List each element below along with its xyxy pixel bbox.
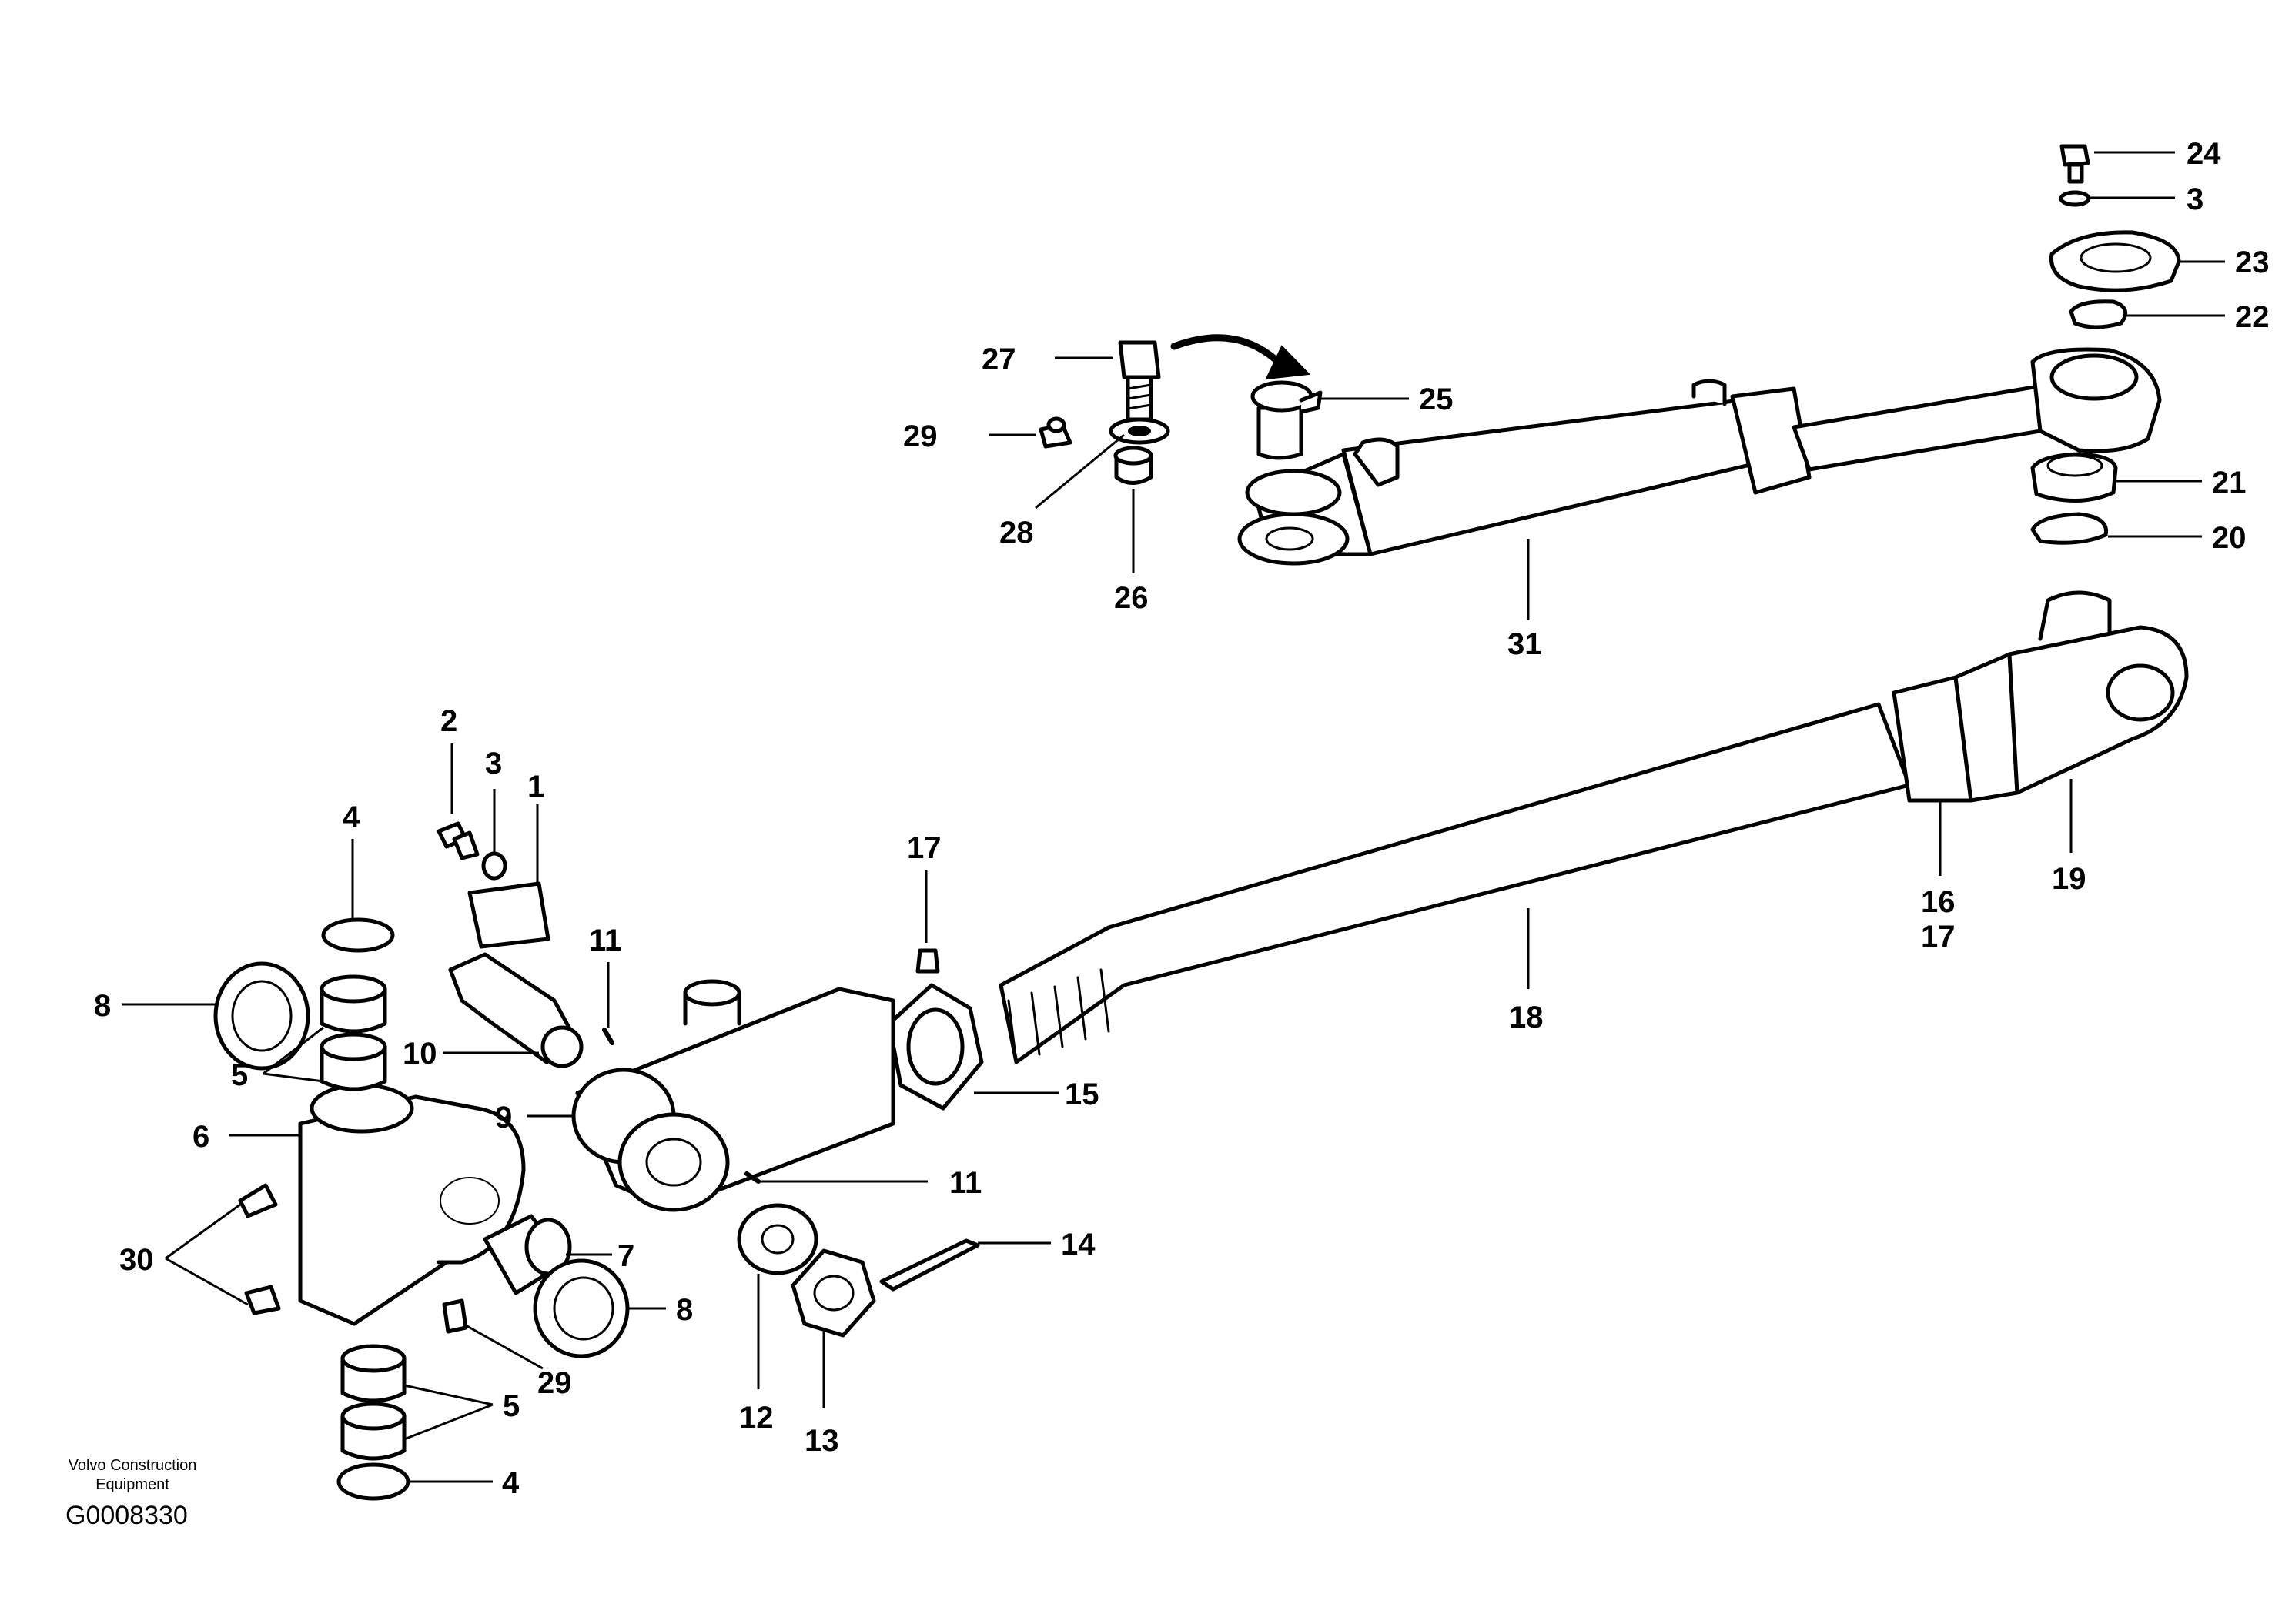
knuckle-block-6	[298, 1083, 526, 1326]
label-29-upper: 29	[903, 419, 938, 453]
bracket-1	[467, 881, 550, 949]
yoke-9	[571, 979, 895, 1212]
washer-3-lower	[481, 851, 507, 881]
label-19: 19	[2052, 862, 2086, 896]
label-1: 1	[527, 770, 544, 804]
label-21: 21	[2212, 466, 2247, 500]
washer-3-upper	[2059, 190, 2091, 207]
bushing-5-lower	[340, 1344, 407, 1461]
label-26: 26	[1114, 581, 1149, 615]
label-8-lower: 8	[676, 1293, 693, 1327]
bushing-26	[1113, 446, 1153, 485]
split-pin-14	[879, 1238, 980, 1292]
pin-10	[448, 952, 584, 1068]
arrow-27-to-25-head	[1265, 345, 1311, 380]
bolt-27	[1118, 340, 1161, 422]
credit-line-1: Volvo Construction	[69, 1457, 197, 1474]
label-3-upper: 3	[2187, 182, 2203, 216]
pin-25	[1250, 380, 1323, 460]
bushing-5-upper	[320, 974, 387, 1091]
label-24: 24	[2187, 137, 2221, 171]
steering-cylinder	[1237, 347, 2162, 566]
label-29-lower: 29	[537, 1366, 572, 1400]
circlip-20	[2030, 512, 2109, 545]
drawing-code: G0008330	[65, 1501, 188, 1530]
cover-23	[2049, 230, 2181, 292]
label-16: 16	[1921, 885, 1956, 919]
label-4-lower: 4	[502, 1466, 520, 1500]
label-5-lower: 5	[503, 1389, 520, 1423]
tie-rod-end-19	[1892, 590, 2189, 803]
label-8-upper: 8	[94, 989, 111, 1023]
circlip-22	[2069, 299, 2128, 329]
label-17-lower: 17	[1921, 920, 1956, 954]
callout-labels: 24 3 23 22 27 25 29 28 26 21 20 31 2 3 1…	[94, 137, 2270, 1500]
washer-28	[1109, 417, 1170, 445]
label-20: 20	[2212, 521, 2247, 555]
label-18: 18	[1509, 1001, 1544, 1034]
label-14: 14	[1061, 1228, 1096, 1261]
label-17-upper: 17	[907, 831, 942, 865]
label-31: 31	[1507, 627, 1542, 661]
label-30: 30	[119, 1243, 154, 1277]
cotter-pin-11-upper	[602, 1028, 614, 1045]
arrow-27-to-25	[1170, 334, 1282, 366]
label-9: 9	[495, 1101, 512, 1134]
seal-8-lower	[533, 1258, 630, 1358]
label-12: 12	[739, 1401, 774, 1435]
grease-nipple-29-lower	[442, 1298, 468, 1334]
castle-nut-13	[791, 1248, 876, 1338]
ball-joint-21	[2030, 452, 2118, 503]
grease-nipple-29-upper	[1039, 416, 1072, 449]
leader-lines	[122, 151, 2225, 1483]
footer: Volvo Construction Equipment G0008330	[65, 1457, 196, 1530]
label-5-upper: 5	[231, 1058, 248, 1092]
label-23: 23	[2235, 246, 2270, 279]
lock-nut-15	[887, 983, 984, 1111]
grease-nipple-17	[915, 948, 940, 974]
cotter-pin-11-lower	[744, 1171, 761, 1184]
label-27: 27	[982, 343, 1016, 376]
label-7: 7	[617, 1239, 634, 1273]
washer-4-upper	[321, 917, 395, 953]
credit-line-2: Equipment	[95, 1476, 169, 1493]
label-11-lower: 11	[949, 1166, 982, 1200]
label-11-upper: 11	[589, 924, 621, 957]
label-4-upper: 4	[343, 800, 360, 834]
label-2: 2	[440, 704, 457, 738]
label-22: 22	[2235, 300, 2270, 334]
label-28: 28	[999, 516, 1034, 550]
label-13: 13	[805, 1424, 839, 1458]
label-25: 25	[1419, 383, 1454, 416]
tie-rod-18	[999, 702, 1912, 1064]
washer-4-lower	[336, 1462, 410, 1501]
label-3-lower: 3	[485, 747, 502, 780]
label-15: 15	[1065, 1078, 1099, 1111]
washer-12	[737, 1203, 818, 1275]
label-6: 6	[192, 1120, 209, 1154]
bolt-2	[437, 821, 480, 860]
grease-nipple-30	[238, 1183, 281, 1315]
label-10: 10	[403, 1037, 437, 1071]
seal-8-upper	[213, 961, 310, 1071]
bolt-24	[2059, 144, 2090, 184]
